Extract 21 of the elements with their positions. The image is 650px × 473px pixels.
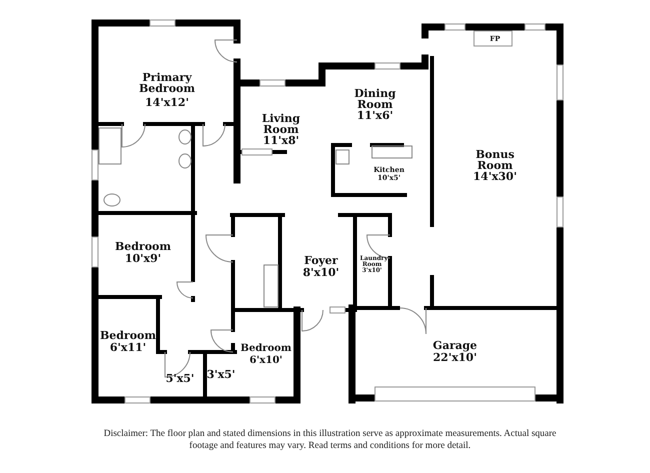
room-name: Primary Bedroom	[138, 72, 196, 94]
room-name: Bedroom	[240, 344, 292, 354]
room-dimension: 6'x11'	[108, 342, 148, 353]
room-name: Bonus Room	[476, 149, 514, 171]
disclaimer-text: Disclaimer: The floor plan and stated dimensions in this illustration serve as approximate measurements. Actual square footage and features may vary. Read terms and conditions for more detail.	[102, 428, 558, 453]
room-dimension: 10'x9'	[124, 253, 162, 264]
room-name: Bedroom	[98, 330, 158, 341]
room-dimension: 11'x6'	[356, 110, 394, 121]
room-name: Garage	[432, 340, 478, 351]
room-name: Bedroom	[114, 241, 172, 252]
room-dimension: 14'x30'	[472, 171, 518, 182]
room-dimension: 3'x5'	[206, 369, 236, 380]
room-dimension: 11'x8'	[262, 135, 300, 146]
room-dimension: 14'x12'	[144, 97, 190, 108]
room-dimension: 8'x10'	[302, 267, 340, 278]
room-dimension: 5'x5'	[164, 373, 196, 384]
room-name: Foyer	[303, 255, 339, 266]
room-name: Dining Room	[353, 88, 397, 110]
room-dimension: 22'x10'	[432, 352, 478, 363]
room-dimension: 6'x10'	[248, 356, 284, 366]
room-name: Living Room	[260, 113, 302, 135]
